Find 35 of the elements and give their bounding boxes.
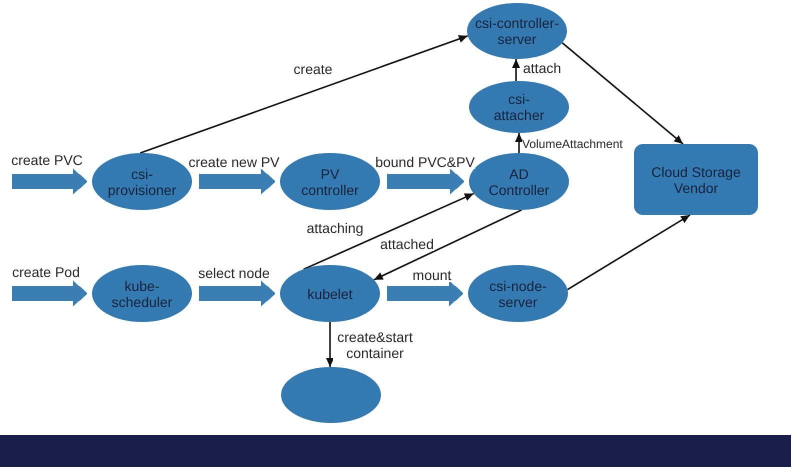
node-label: csi-controller-server xyxy=(474,15,560,47)
edge-label: select node xyxy=(198,266,270,280)
edge-label: attach xyxy=(523,61,562,75)
node-label: csi-provisioner xyxy=(106,166,178,198)
block-arrow xyxy=(199,280,275,306)
arrow xyxy=(512,59,520,82)
arrow xyxy=(567,214,690,290)
node-label: AD Controller xyxy=(488,166,550,198)
block-arrow xyxy=(12,280,87,306)
edge-label: VolumeAttachment xyxy=(522,137,623,151)
arrow xyxy=(303,192,474,270)
edge-label: create xyxy=(294,62,332,76)
block-arrow xyxy=(387,280,463,306)
node-label: kube-scheduler xyxy=(110,278,174,310)
node-label: Cloud Storage Vendor xyxy=(650,164,742,196)
node-label: PV controller xyxy=(300,166,360,198)
process-box xyxy=(634,144,758,215)
block-arrow xyxy=(387,168,464,194)
edge-label: bound PVC&PV xyxy=(375,155,475,169)
arrow xyxy=(326,322,334,367)
arrow xyxy=(140,35,468,154)
edge-label: attached xyxy=(380,236,434,250)
arrow xyxy=(562,42,684,145)
edge-label: attaching xyxy=(306,221,364,235)
edge-label: create new PV xyxy=(188,155,280,169)
node-label: csi-attacher xyxy=(492,91,546,123)
node-label: csi-node-server xyxy=(488,278,548,310)
arrow xyxy=(515,133,523,153)
edge-label: create Pod xyxy=(12,265,80,279)
block-arrow xyxy=(12,168,87,194)
arrow xyxy=(374,209,522,281)
edge-label: mount xyxy=(412,268,452,282)
edge-label: create PVC xyxy=(11,153,83,167)
block-arrow xyxy=(199,168,275,194)
node-label: kubelet xyxy=(307,286,353,302)
